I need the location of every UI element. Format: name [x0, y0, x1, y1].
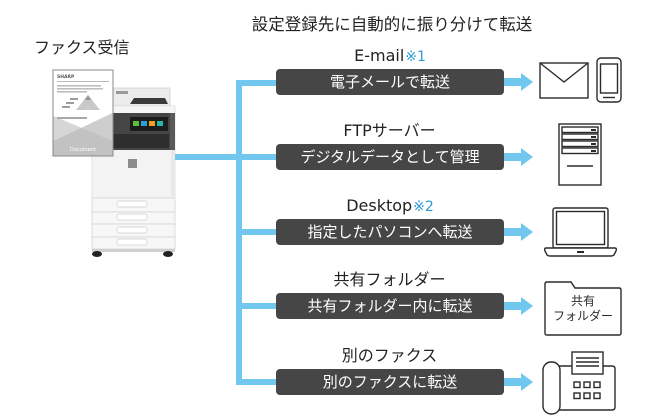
envelope-icon	[539, 62, 589, 99]
arrow-right-icon	[503, 373, 533, 391]
arrow-right-icon	[503, 148, 533, 166]
multifunction-printer	[91, 87, 176, 257]
panel-app-icon	[133, 121, 139, 126]
folder-text-line: フォルダー	[552, 309, 613, 323]
action-bar: 別のファクスに転送	[276, 369, 504, 395]
drawer-handle	[116, 238, 148, 246]
printer-adf-label	[116, 91, 128, 94]
printer-base	[92, 249, 175, 252]
connector-from-printer	[175, 154, 278, 160]
panel-app-icon	[141, 121, 147, 126]
panel-app-icon	[149, 121, 155, 126]
footnote-marker: ※1	[405, 49, 426, 65]
printer-right-edge	[171, 150, 175, 196]
shared-folder-icon-text: 共有 フォルダー	[545, 294, 621, 324]
action-bar: 電子メールで転送	[276, 69, 504, 95]
paper-drawers	[91, 197, 176, 250]
action-bar: 共有フォルダー内に転送	[276, 293, 504, 319]
arrow-right-icon	[503, 223, 533, 241]
drawer-handle	[116, 213, 148, 221]
destination-name: FTPサーバー	[343, 121, 436, 140]
destination-label: 別のファクス	[276, 346, 504, 367]
fax-machine-icon	[542, 351, 616, 415]
printer-foot	[92, 251, 102, 257]
printer-touch-panel	[130, 117, 168, 131]
connector-branch-shared-folder	[236, 303, 278, 309]
printer-adf-tray	[130, 98, 168, 104]
document-brand: SHARP	[57, 74, 75, 80]
printer-upper-band	[109, 105, 176, 115]
diagram-title: 設定登録先に自動的に振り分けて転送	[251, 15, 533, 34]
destination-label: 共有フォルダー	[276, 270, 504, 291]
shared-folder-icon	[544, 281, 622, 336]
arrow-right-icon	[503, 73, 533, 91]
printer-output-tray	[113, 134, 169, 148]
fax-receive-label: ファクス受信	[34, 38, 130, 57]
server-icon	[558, 123, 602, 186]
connector-lines	[175, 80, 278, 385]
arrow-right-icon	[503, 297, 533, 315]
drawer-handle	[116, 226, 148, 234]
destination-name: 別のファクス	[341, 346, 438, 365]
footnote-marker: ※2	[413, 199, 434, 215]
panel-app-icon	[157, 121, 163, 126]
connector-branch-email	[236, 80, 278, 86]
smartphone-icon	[596, 57, 622, 103]
folder-text-line: 共有	[570, 294, 595, 308]
printer-sticker	[128, 159, 137, 168]
destination-label: FTPサーバー	[276, 121, 504, 142]
destination-label: Desktop※2	[276, 196, 504, 217]
arrows	[503, 73, 533, 391]
action-bar: 指定したパソコンへ転送	[276, 219, 504, 245]
destination-label: E-mail※1	[276, 46, 504, 67]
connector-branch-other-fax	[236, 379, 278, 385]
drawer-handle	[116, 200, 148, 208]
received-fax-document: SHARP Document	[52, 69, 114, 157]
printer-side-panel	[170, 113, 175, 150]
connector-branch-desktop	[236, 229, 278, 235]
destination-name: Desktop	[346, 196, 413, 215]
action-bar: デジタルデータとして管理	[276, 144, 504, 170]
printer-foot	[163, 251, 173, 257]
laptop-icon	[543, 207, 618, 257]
document-caption: Document	[70, 147, 96, 153]
destination-name: 共有フォルダー	[333, 270, 446, 289]
destination-name: E-mail	[354, 46, 405, 65]
